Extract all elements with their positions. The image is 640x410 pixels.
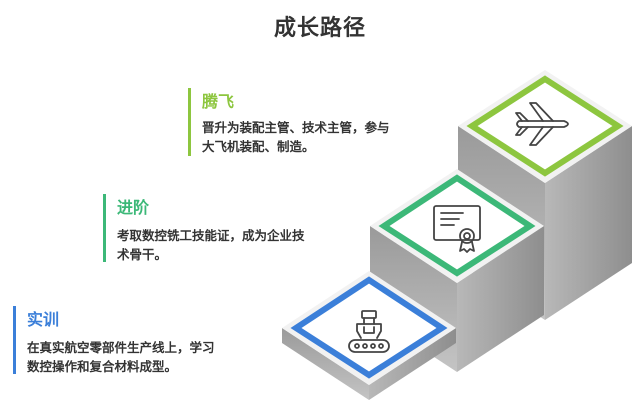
stage-middle-desc-line-2: 术骨干。 bbox=[117, 247, 168, 262]
certificate-icon bbox=[433, 205, 481, 253]
step-bottom-frame bbox=[290, 276, 448, 379]
step-bottom-left-face bbox=[282, 328, 369, 400]
stage-bottom-desc-line-1: 在真实航空零部件生产线上，学习 bbox=[27, 340, 215, 355]
stage-middle-description: 考取数控铣工技能证，成为企业技 术骨干。 bbox=[117, 226, 305, 264]
robot-arm-icon bbox=[348, 310, 390, 353]
stage-top-description: 晋升为装配主管、技术主管，参与 大飞机装配、制造。 bbox=[202, 118, 390, 156]
stage-top-accent-bar bbox=[188, 88, 191, 156]
stage-bottom-description: 在真实航空零部件生产线上，学习 数控操作和复合材料成型。 bbox=[27, 338, 215, 376]
stage-bottom-desc-line-2: 数控操作和复合材料成型。 bbox=[27, 359, 178, 374]
stage-bottom-accent-bar bbox=[13, 306, 16, 374]
step-middle-right-face bbox=[457, 226, 544, 372]
stage-top-desc-line-1: 晋升为装配主管、技术主管，参与 bbox=[202, 120, 390, 135]
step-bottom-right-face bbox=[369, 328, 456, 400]
page-title: 成长路径 bbox=[273, 16, 366, 41]
step-middle-frame bbox=[378, 174, 536, 277]
stage-middle-name: 进阶 bbox=[117, 198, 150, 217]
stage-bottom-name: 实训 bbox=[27, 310, 60, 329]
step-top-right-face bbox=[545, 126, 632, 320]
stage-middle-desc-line-1: 考取数控铣工技能证，成为企业技 bbox=[117, 228, 305, 243]
airplane-icon bbox=[515, 102, 569, 146]
stage-top-name: 腾飞 bbox=[202, 92, 235, 111]
stage-top-desc-line-2: 大飞机装配、制造。 bbox=[202, 139, 315, 154]
step-top-frame bbox=[466, 75, 624, 177]
stage-middle-accent-bar bbox=[103, 194, 106, 262]
